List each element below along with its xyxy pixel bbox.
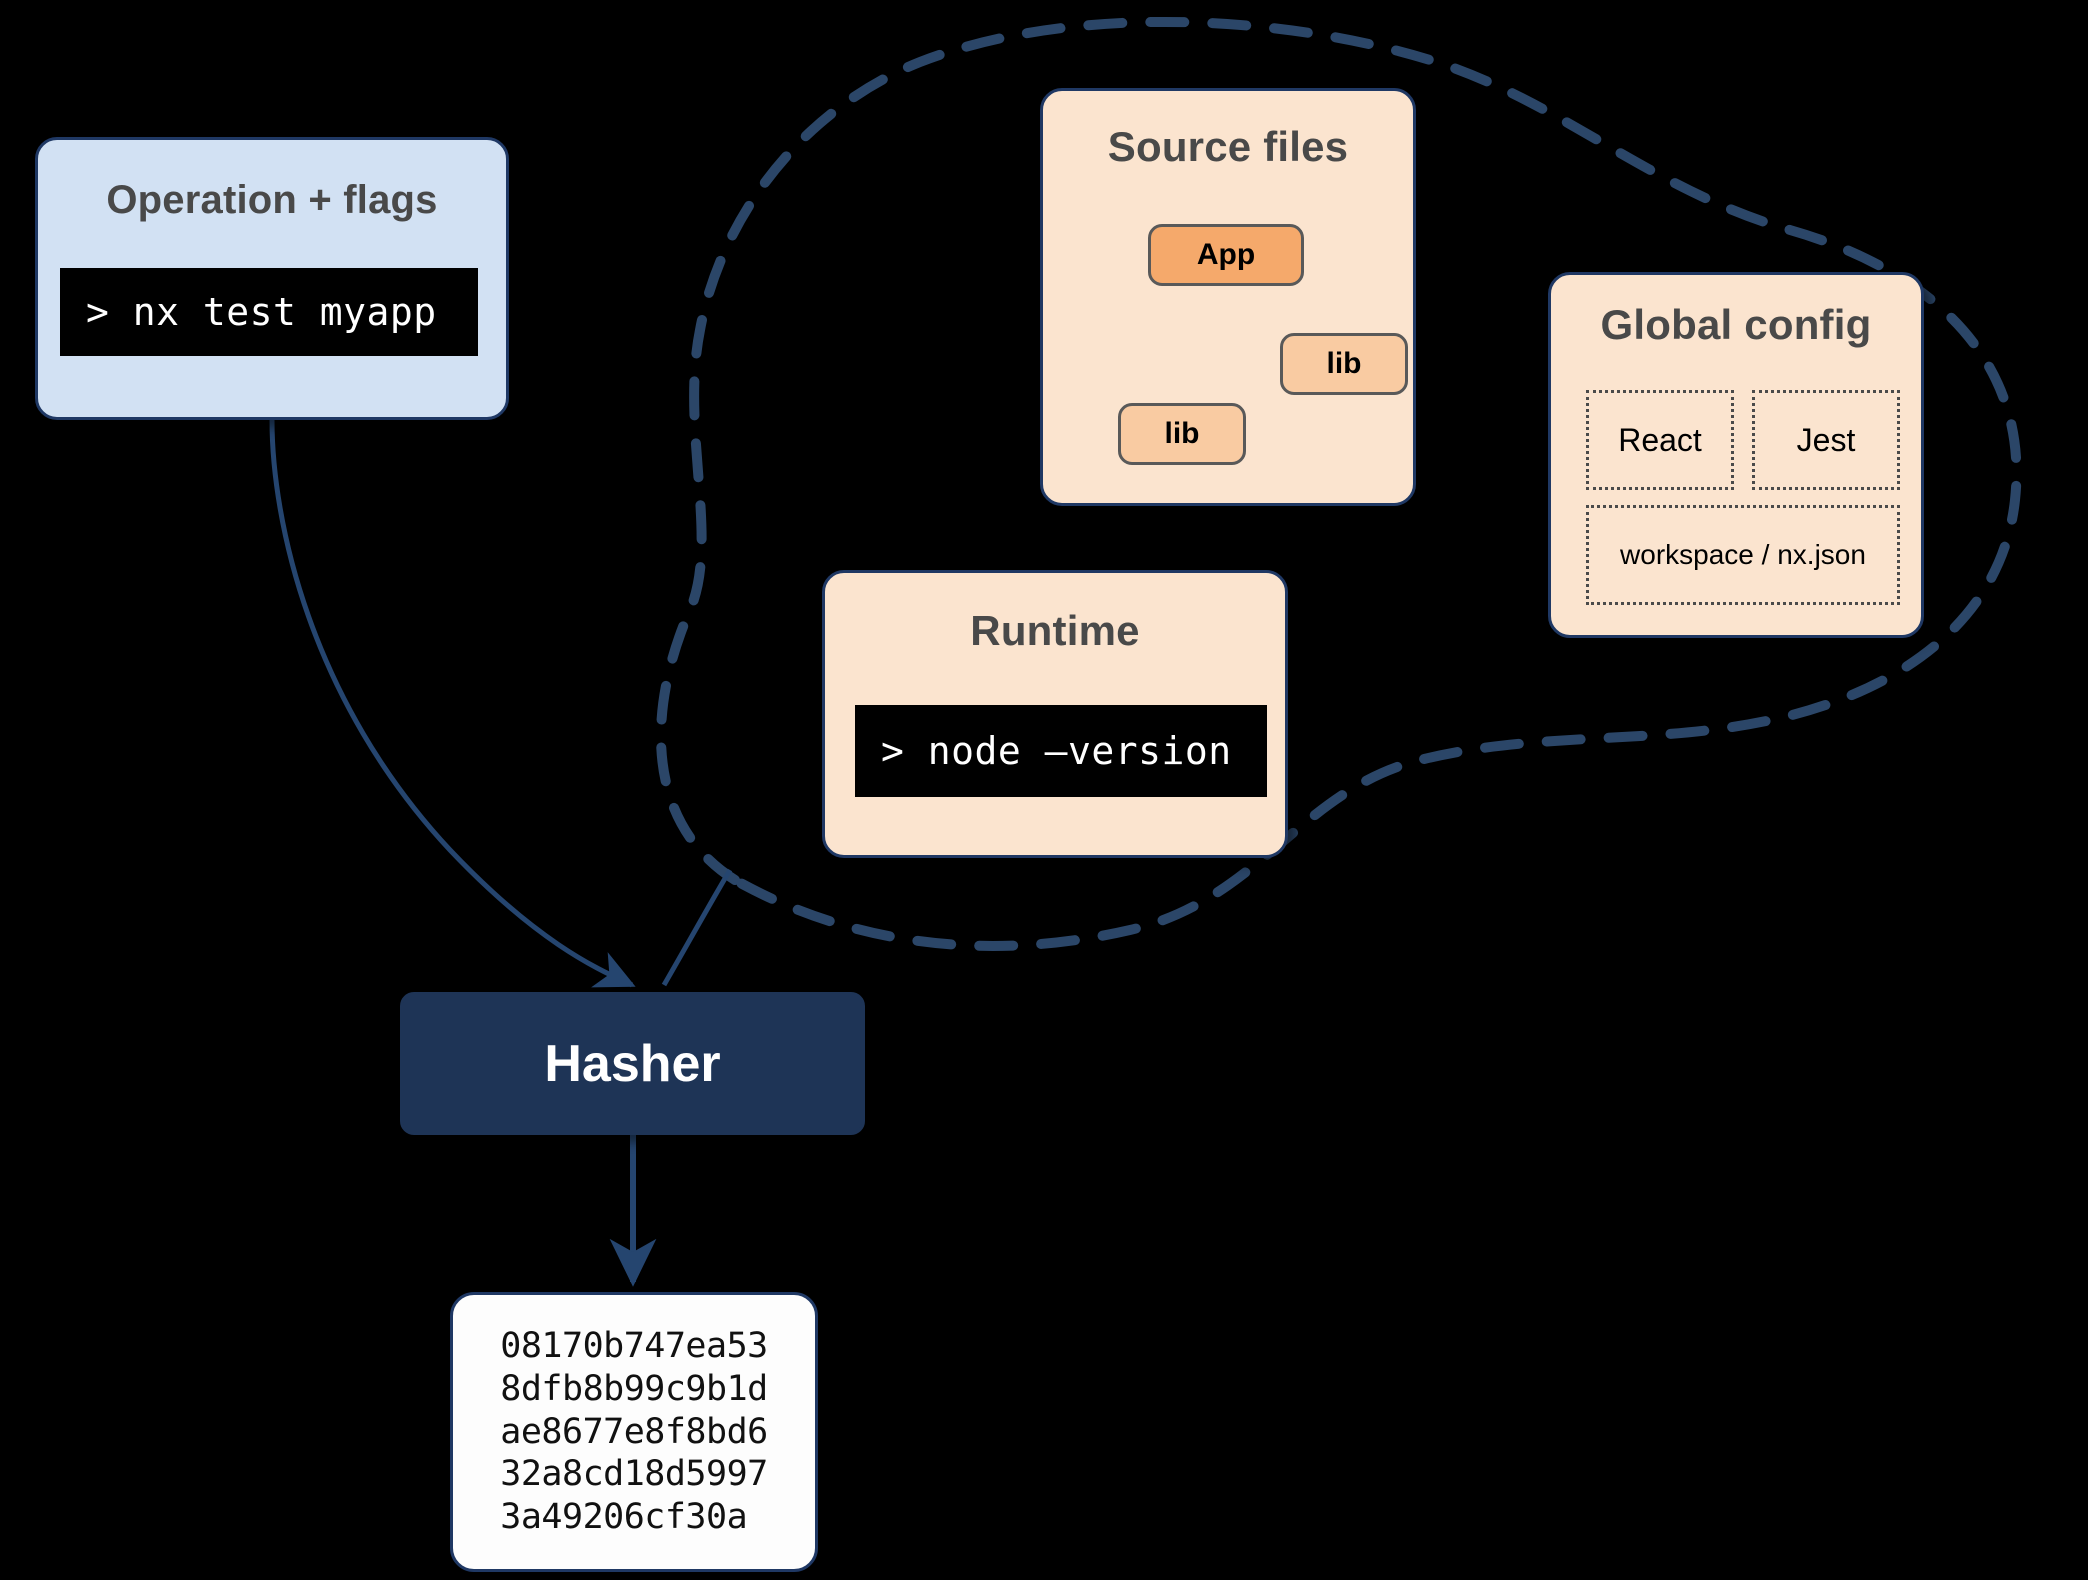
source-node-lib-right[interactable]: lib <box>1280 333 1408 395</box>
operation-terminal: > nx test myapp <box>60 268 478 356</box>
runtime-terminal: > node –version <box>855 705 1267 797</box>
hash-output-text: 08170b747ea53 8dfb8b99c9b1d ae8677e8f8bd… <box>500 1325 768 1538</box>
source-node-lib-left[interactable]: lib <box>1118 403 1246 465</box>
source-node-app[interactable]: App <box>1148 224 1304 286</box>
hasher-node[interactable]: Hasher <box>400 992 865 1135</box>
hash-line: 3a49206cf30a <box>500 1497 748 1538</box>
global-config-item-react[interactable]: React <box>1586 390 1734 490</box>
hash-line: ae8677e8f8bd6 <box>500 1411 768 1452</box>
global-config-item-jest[interactable]: Jest <box>1752 390 1900 490</box>
operation-flags-title: Operation + flags <box>106 178 438 222</box>
hash-line: 08170b747ea53 <box>500 1326 768 1367</box>
hash-line: 32a8cd18d5997 <box>500 1454 768 1495</box>
edge-operation-to-hasher <box>269 419 636 988</box>
hash-line: 8dfb8b99c9b1d <box>500 1368 768 1409</box>
source-files-title: Source files <box>1107 123 1349 170</box>
runtime-title: Runtime <box>970 607 1140 654</box>
operation-flags-node[interactable]: Operation + flags > nx test myapp <box>35 137 509 420</box>
global-config-node[interactable]: Global config <box>1548 272 1924 638</box>
hash-output-node[interactable]: 08170b747ea53 8dfb8b99c9b1d ae8677e8f8bd… <box>450 1292 818 1572</box>
runtime-command: > node –version <box>881 729 1232 773</box>
global-config-item-workspace[interactable]: workspace / nx.json <box>1586 505 1900 605</box>
edge-cloud-to-hasher <box>661 868 733 987</box>
hasher-label: Hasher <box>544 1034 721 1093</box>
operation-command: > nx test myapp <box>86 290 437 334</box>
global-config-title: Global config <box>1600 301 1872 348</box>
runtime-node[interactable]: Runtime > node –version <box>822 570 1288 858</box>
